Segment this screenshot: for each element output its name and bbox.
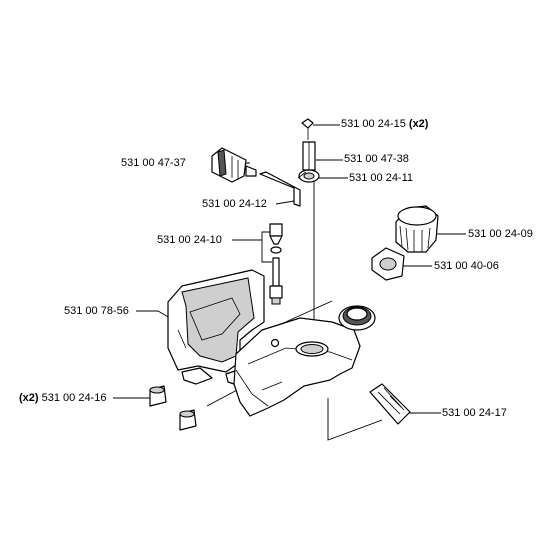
tank-cover: [167, 269, 265, 387]
breather-valve: [298, 141, 320, 183]
fuel-hose: [259, 171, 307, 207]
part-number-24-16: 531 00 24-16: [41, 392, 107, 404]
tank-neck: [338, 305, 376, 331]
rubber-feet: [149, 385, 197, 431]
part-number-47-37: 531 00 47-37: [121, 157, 186, 169]
cap-gasket: [371, 247, 405, 281]
fuel-pickup: [269, 223, 283, 305]
grommet: [301, 118, 314, 140]
label-531-00-24-09: 531 00 24-09: [468, 228, 533, 241]
part-number-24-09: 531 00 24-09: [468, 228, 533, 240]
label-531-00-24-15: 531 00 24-15 (x2): [341, 118, 428, 131]
fuel-tank: [233, 317, 361, 417]
rubber-pad: [369, 383, 411, 425]
label-531-00-47-37: 531 00 47-37: [121, 157, 186, 170]
quantity-24-16: (x2): [19, 392, 39, 404]
label-531-00-24-10: 531 00 24-10: [157, 234, 222, 247]
label-531-00-24-12: 531 00 24-12: [202, 198, 267, 211]
part-number-40-06: 531 00 40-06: [434, 260, 499, 272]
quantity-24-15: (x2): [408, 118, 429, 130]
label-531-00-78-56: 531 00 78-56: [64, 305, 129, 318]
fuel-filter: [211, 147, 257, 183]
label-531-00-24-16: (x2) 531 00 24-16: [19, 392, 106, 405]
part-number-47-38: 531 00 47-38: [344, 153, 409, 165]
label-531-00-40-06: 531 00 40-06: [434, 260, 499, 273]
label-531-00-24-17: 531 00 24-17: [442, 407, 507, 420]
label-531-00-24-11: 531 00 24-11: [349, 172, 413, 185]
fuel-cap: [395, 205, 439, 253]
part-number-24-12: 531 00 24-12: [202, 198, 267, 210]
label-531-00-47-38: 531 00 47-38: [344, 153, 409, 166]
part-number-78-56: 531 00 78-56: [64, 305, 129, 317]
part-number-24-11: 531 00 24-11: [349, 172, 414, 184]
part-number-24-17: 531 00 24-17: [442, 407, 507, 419]
part-number-24-10: 531 00 24-10: [157, 234, 222, 246]
part-number-24-15: 531 00 24-15: [341, 118, 406, 130]
leader-lines: [113, 124, 466, 441]
